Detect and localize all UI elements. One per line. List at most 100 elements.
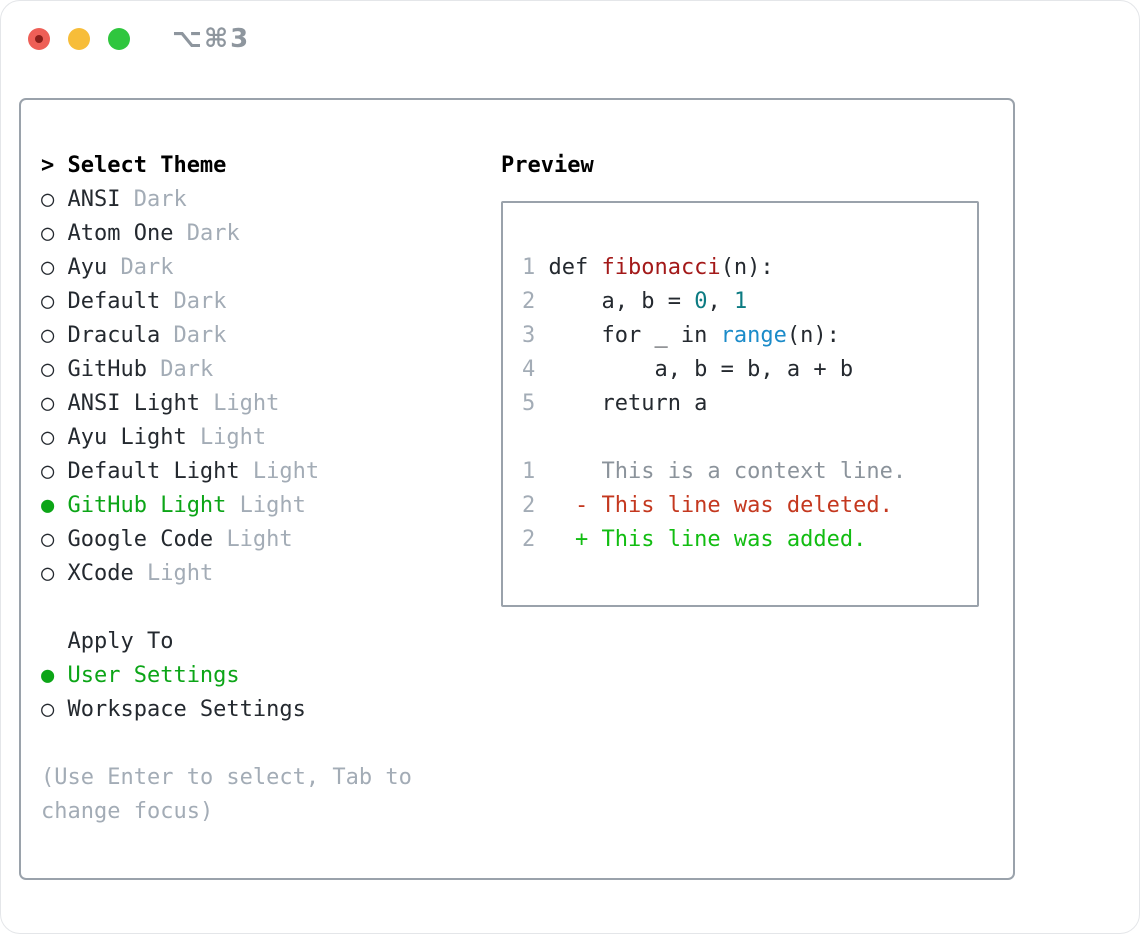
radio-icon: ○ [41,255,55,280]
close-button[interactable] [28,28,50,50]
code-line: 2 a, b = 0, 1 [522,285,977,319]
theme-item-github[interactable]: ○GitHub Dark [41,353,412,387]
code-token-plain: a, b = [548,289,695,314]
theme-item-ansi-light[interactable]: ○ ANSI Light Light [41,387,412,421]
apply-to-list: ● User Settings ○ Workspace Settings [41,659,412,727]
theme-name: XCode [67,561,147,586]
theme-variant: Dark [186,221,240,246]
theme-variant: Dark [173,289,227,314]
code-token-num: 0 [694,289,708,314]
theme-list: ○ANSI Dark○Atom One Dark○Ayu Dark○Defaul… [41,183,412,591]
theme-variant: Light [199,425,267,450]
line-number: 4 [522,357,536,382]
theme-name: GitHub Light [67,493,240,518]
radio-icon: ● [41,663,55,688]
select-theme-header-label: Select Theme [67,153,227,178]
window-title: ⌥⌘3 [172,24,251,54]
code-line: 2 - This line was deleted. [522,489,977,523]
code-token-del: - This line was deleted. [548,493,893,518]
radio-icon: ● [41,493,55,518]
theme-name: Default Light [67,459,253,484]
theme-item-ayu[interactable]: ○ Ayu Dark [41,251,412,285]
theme-variant: Light [252,459,320,484]
radio-icon: ○ [41,221,55,246]
code-token-plain: (n): [720,255,774,280]
code-token-builtin: range [720,323,787,348]
theme-name: Ayu [67,255,121,280]
radio-icon: ○ [41,697,55,722]
theme-list-column: > Select Theme ○ ANSI Dark ○ Atom One Dark ○ A… [41,149,412,829]
theme-item-github-light[interactable]: ● GitHub Light Light [41,489,412,523]
theme-variant: Light [213,391,280,416]
radio-icon: ○ [41,187,55,212]
theme-variant: Dark [120,255,174,280]
theme-name: Atom One [67,221,187,246]
minimize-button[interactable] [68,28,90,50]
hint-text: (Use Enter to select, Tab to change focus… [41,761,412,829]
code-token-plain: a, b = b, a + b [548,357,854,382]
radio-icon: ○ [41,459,55,484]
theme-variant: Dark [173,323,227,348]
apply-to-header-label: Apply To [67,629,174,654]
apply-to-header: Apply To [41,625,412,659]
apply-option-workspace-settings[interactable]: ○ Workspace Settings [41,693,412,727]
cursor-prefix: > [41,153,55,178]
apply-option-user-settings[interactable]: ● User Settings [41,659,412,693]
radio-icon: ○ [41,323,55,348]
theme-item-xcode[interactable]: ○ XCode Light [41,557,412,591]
theme-item-atom-one[interactable]: ○ Atom One Dark [41,217,412,251]
code-token-num: 1 [733,289,748,314]
radio-icon: ○ [41,561,55,586]
theme-item-google-code[interactable]: ○ Google Code Light [41,523,412,557]
code-token-ctx: This is a context line. [548,459,907,484]
theme-variant: Light [226,527,293,552]
code-line: 1 def fibonacci(n): [522,251,977,285]
code-line: 3 for _ in range(n): [522,319,977,353]
code-line: 2 + This line was added. [522,523,977,557]
theme-name: ANSI Light [67,391,214,416]
theme-item-ayu-light[interactable]: ○ Ayu Light Light [41,421,412,455]
theme-name: GitHub [67,357,161,382]
code-token-plain: def [548,255,602,280]
theme-item-default[interactable]: ○Default Dark [41,285,412,319]
theme-item-default-light[interactable]: ○ Default Light Light [41,455,412,489]
code-token-plain: return a [548,391,708,416]
theme-name: Dracula [67,323,174,348]
radio-icon: ○ [41,289,55,314]
radio-icon: ○ [41,391,55,416]
hint-line: (Use Enter to select, Tab to [41,765,412,790]
code-line: 4 a, b = b, a + b [522,353,977,387]
code-line: 5 return a [522,387,977,421]
theme-item-dracula[interactable]: ○ Dracula Dark [41,319,412,353]
theme-name: Google Code [67,527,227,552]
radio-icon: ○ [41,527,55,552]
code-token-fn: fibonacci [601,255,721,280]
select-theme-header: > Select Theme [41,149,412,183]
titlebar: ⌥⌘3 [28,24,251,54]
theme-item-ansi[interactable]: ○ANSI Dark [41,183,412,217]
line-number: 1 [522,255,536,280]
theme-picker-panel: > Select Theme ○ ANSI Dark ○ Atom One Dark ○ A… [19,98,1015,880]
apply-option-label: User Settings [67,663,240,688]
line-number: 2 [522,289,536,314]
line-number: 5 [522,391,536,416]
line-number: 3 [522,323,536,348]
theme-variant: Light [239,493,306,518]
hint-line: change focus) [41,799,214,824]
theme-name: ANSI [67,187,134,212]
radio-icon: ○ [41,425,55,450]
line-number: 2 [522,527,536,552]
apply-option-label: Workspace Settings [67,697,306,722]
theme-name: Ayu Light [67,425,200,450]
theme-variant: Light [146,561,214,586]
zoom-button[interactable] [108,28,130,50]
code-token-plain: for _ in [548,323,721,348]
code-token-add: + This line was added. [548,527,867,552]
preview-header: Preview [501,153,594,178]
code-line [522,421,977,455]
radio-icon: ○ [41,357,55,382]
